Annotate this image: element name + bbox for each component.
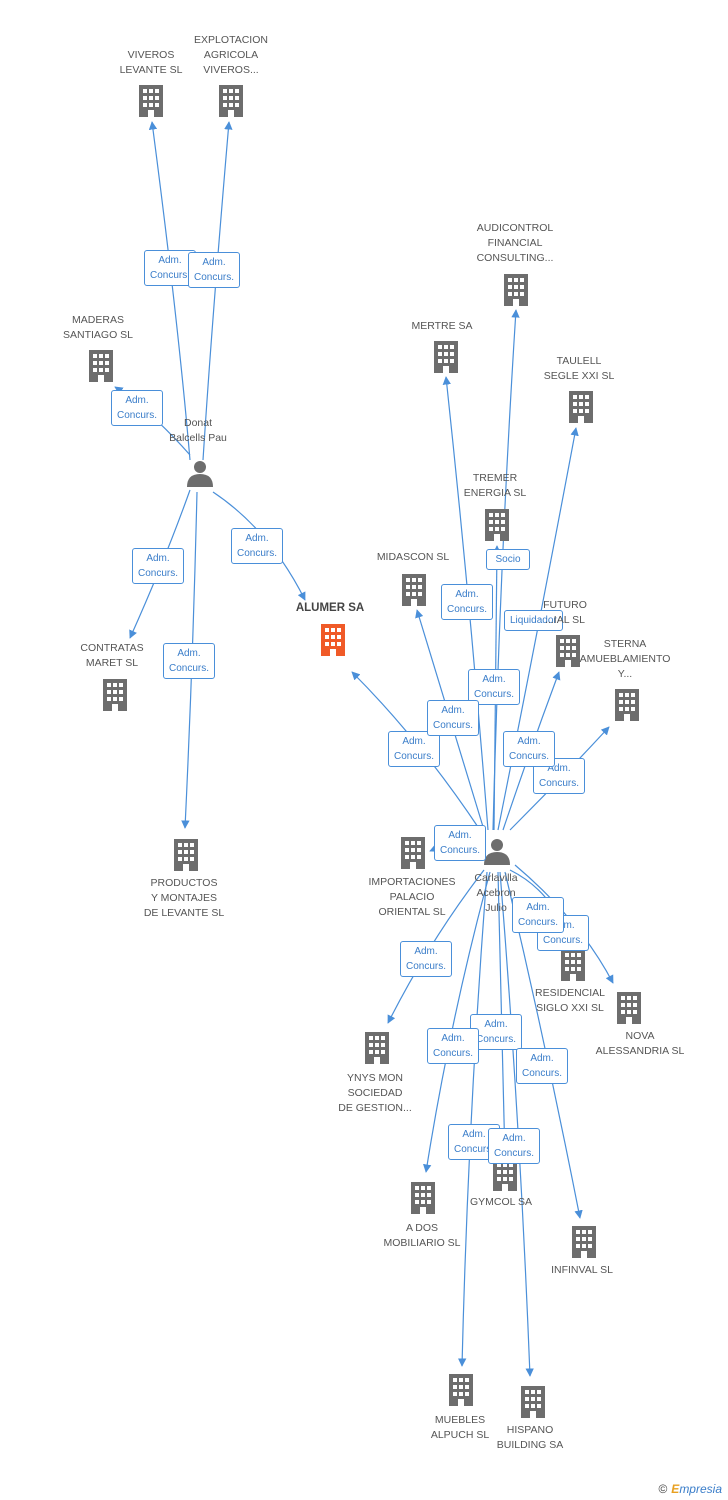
edge-donat-viveros (148, 121, 191, 461)
building-icon-productos[interactable] (174, 839, 198, 871)
relation-tag-carl-ynys[interactable]: Adm. Concurs. (400, 941, 453, 977)
node-label-mertre[interactable]: MERTRE SA (411, 320, 473, 332)
relation-tag-carl-mertre[interactable]: Adm. Concurs. (427, 700, 480, 736)
edge-donat-explot (202, 121, 233, 461)
edge-carl-muebles (457, 871, 488, 1367)
relation-tag-donat-productos[interactable]: Adm. Concurs. (163, 643, 216, 679)
node-label-alumer[interactable]: ALUMER SA (295, 602, 365, 614)
relation-tag-carl-tremer[interactable]: Socio (486, 549, 530, 570)
copyright-footer[interactable]: ©Empresia (658, 1482, 722, 1496)
relation-tag-carl-midascon[interactable]: Adm. Concurs. (441, 584, 494, 620)
node-label-carl[interactable]: Carlavilla Acebron Julio (474, 872, 518, 914)
building-icon-infinval[interactable] (572, 1226, 596, 1258)
node-label-adosmob[interactable]: A DOS MOBILIARIO SL (383, 1222, 461, 1249)
node-label-donat[interactable]: Donat Balcells Pau (169, 417, 227, 444)
building-icon-maderas[interactable] (89, 350, 113, 382)
building-icon-ynys[interactable] (365, 1032, 389, 1064)
node-label-taulell[interactable]: TAULELL SEGLE XXI SL (543, 355, 615, 382)
node-label-explot[interactable]: EXPLOTACION AGRICOLA VIVEROS... (194, 34, 268, 76)
node-label-tremer[interactable]: TREMER ENERGIA SL (463, 472, 527, 499)
node-label-nova[interactable]: NOVA ALESSANDRIA SL (595, 1030, 685, 1057)
node-label-importaciones[interactable]: IMPORTACIONES PALACIO ORIENTAL SL (368, 876, 456, 918)
node-label-maderas[interactable]: MADERAS SANTIAGO SL (62, 314, 134, 341)
person-icon-carl[interactable] (484, 839, 510, 865)
building-icon-tremer[interactable] (485, 509, 509, 541)
node-label-ynys[interactable]: YNYS MON SOCIEDAD DE GESTION... (338, 1072, 412, 1114)
brand-name: mpresia (679, 1482, 722, 1496)
relation-tag-donat-maderas[interactable]: Adm. Concurs. (111, 390, 164, 426)
node-label-contratas[interactable]: CONTRATAS MARET SL (80, 642, 144, 669)
relation-tag-carl-nova[interactable]: Adm. Concurs. (512, 897, 565, 933)
node-label-viveros[interactable]: VIVEROS LEVANTE SL (119, 49, 183, 76)
node-label-hispano[interactable]: HISPANO BUILDING SA (496, 1424, 564, 1451)
relation-tag-carl-adosmob[interactable]: Adm. Concurs. (427, 1028, 480, 1064)
relation-tag-donat-contratas[interactable]: Adm. Concurs. (132, 548, 185, 584)
brand-initial: E (671, 1482, 680, 1496)
building-icon-contratas[interactable] (103, 679, 127, 711)
building-icon-importaciones[interactable] (401, 837, 425, 869)
relation-tag-donat-viveros[interactable]: Adm. Concurs. (144, 250, 197, 286)
person-icon-donat[interactable] (187, 461, 213, 487)
building-icon-midascon[interactable] (402, 574, 426, 606)
copyright-symbol: © (658, 1482, 668, 1496)
node-label-infinval[interactable]: INFINVAL SL (551, 1264, 613, 1276)
building-icon-explot[interactable] (219, 85, 243, 117)
node-label-productos[interactable]: PRODUCTOS Y MONTAJES DE LEVANTE SL (143, 877, 225, 919)
relation-tag-carl-alumer[interactable]: Adm. Concurs. (388, 731, 441, 767)
relation-tag-carl-audicontrol[interactable]: Adm. Concurs. (468, 669, 521, 705)
relation-tag-carl-sterna[interactable]: Adm. Concurs. (503, 731, 556, 767)
relation-tag-carl-infinval[interactable]: Adm. Concurs. (516, 1048, 569, 1084)
building-icon-muebles[interactable] (449, 1374, 473, 1406)
building-icon-viveros[interactable] (139, 85, 163, 117)
building-icon-residencial[interactable] (561, 949, 585, 981)
relation-tag-donat-alumer[interactable]: Adm. Concurs. (231, 528, 284, 564)
node-label-audicontrol[interactable]: AUDICONTROL FINANCIAL CONSULTING... (476, 222, 554, 264)
nodes-layer (89, 85, 641, 1418)
node-label-futuro[interactable]: FUTURO ...IAL SL (543, 599, 587, 626)
relation-tag-carl-importaciones[interactable]: Adm. Concurs. (434, 825, 487, 861)
node-label-sterna[interactable]: STERNA AMUEBLAMIENTO Y... (579, 638, 671, 680)
relation-tag-carl-futuro[interactable]: Liquidador (504, 610, 563, 631)
relation-tag-donat-explot[interactable]: Adm. Concurs. (188, 252, 241, 288)
edge-carl-hispano (499, 871, 534, 1377)
relation-tag-carl-hispano[interactable]: Adm. Concurs. (488, 1128, 541, 1164)
relation-tag-carl-gymcol[interactable]: Adm. Concurs. (470, 1014, 523, 1050)
node-label-residencial[interactable]: RESIDENCIAL SIGLO XXI SL (534, 987, 606, 1014)
edge-carl-adosmob (423, 871, 491, 1173)
node-label-midascon[interactable]: MIDASCON SL (376, 551, 450, 563)
node-label-muebles[interactable]: MUEBLES ALPUCH SL (430, 1414, 490, 1441)
building-icon-alumer[interactable] (321, 624, 345, 656)
node-label-gymcol[interactable]: GYMCOL SA (469, 1196, 533, 1208)
building-icon-audicontrol[interactable] (504, 274, 528, 306)
building-icon-mertre[interactable] (434, 341, 458, 373)
building-icon-sterna[interactable] (615, 689, 639, 721)
building-icon-taulell[interactable] (569, 391, 593, 423)
